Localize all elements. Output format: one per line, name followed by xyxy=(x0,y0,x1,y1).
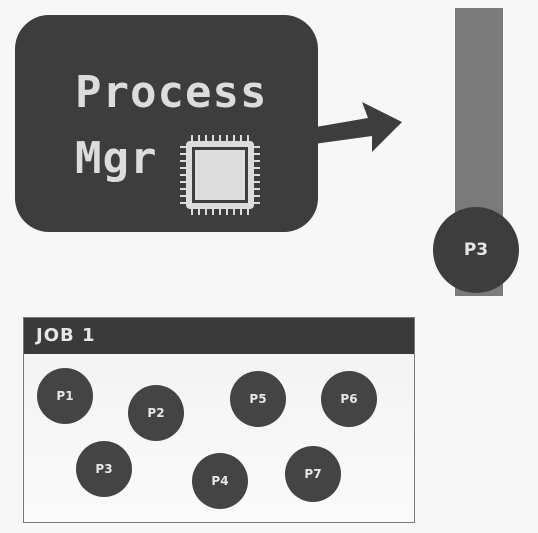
right-arrow-icon xyxy=(310,102,402,152)
job-panel: JOB 1 P1 P2 P5 P6 P3 P4 P7 xyxy=(23,317,415,523)
process-p5: P5 xyxy=(230,371,286,427)
process-p4: P4 xyxy=(192,453,248,509)
process-p1: P1 xyxy=(37,368,93,424)
process-p7: P7 xyxy=(285,446,341,502)
process-p2: P2 xyxy=(128,385,184,441)
process-p6: P6 xyxy=(321,371,377,427)
process-p3: P3 xyxy=(76,441,132,497)
cpu-chip-icon xyxy=(180,135,260,215)
job-title: JOB 1 xyxy=(24,318,414,354)
process-manager-title-line2: Mgr xyxy=(75,133,158,184)
process-manager-box: Process Mgr xyxy=(15,15,318,232)
process-manager-title-line1: Process xyxy=(75,67,268,118)
active-process-p3: P3 xyxy=(433,207,519,293)
